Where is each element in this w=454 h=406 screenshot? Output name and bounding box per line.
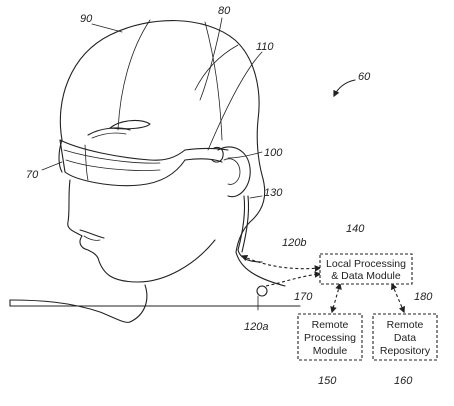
ref-160: 160 — [394, 375, 413, 387]
local-line1: Local Processing — [326, 258, 406, 270]
ref-150: 150 — [318, 375, 337, 387]
ref-80: 80 — [218, 5, 231, 17]
ref-100: 100 — [264, 147, 283, 159]
speaker-module — [211, 146, 224, 163]
ref-110: 110 — [256, 41, 274, 53]
reference-numerals: 90 80 110 60 70 100 130 140 120b 170 180… — [26, 5, 433, 387]
remote-processing-line3: Module — [313, 345, 348, 357]
ref-180: 180 — [414, 291, 433, 303]
display-glasses — [59, 119, 229, 187]
ref-130: 130 — [264, 187, 283, 199]
ref-120a: 120a — [244, 321, 268, 333]
ref-70: 70 — [26, 169, 39, 181]
remote-processing-line2: Processing — [304, 332, 356, 344]
remote-data-line3: Repository — [380, 345, 431, 357]
remote-processing-line1: Remote — [312, 319, 349, 331]
remote-processing-module: Remote Processing Module — [297, 313, 363, 361]
local-line2: & Data Module — [331, 270, 401, 282]
leader-lines — [41, 17, 263, 311]
communication-links — [240, 255, 405, 314]
ref-120b: 120b — [282, 237, 306, 249]
remote-data-line2: Data — [394, 332, 416, 344]
remote-data-line1: Remote — [387, 319, 424, 331]
ref-140: 140 — [346, 223, 365, 235]
ref-90: 90 — [80, 13, 93, 25]
local-processing-module: Local Processing & Data Module — [319, 253, 413, 285]
ear — [217, 146, 251, 198]
figure-arrow-60 — [333, 79, 356, 98]
ref-170: 170 — [294, 291, 313, 303]
cable — [237, 195, 263, 263]
head-outline — [9, 20, 301, 323]
ref-60: 60 — [358, 71, 371, 83]
cap-seams — [117, 19, 239, 141]
sensor-120a — [256, 285, 268, 297]
remote-data-repository: Remote Data Repository — [372, 313, 438, 361]
